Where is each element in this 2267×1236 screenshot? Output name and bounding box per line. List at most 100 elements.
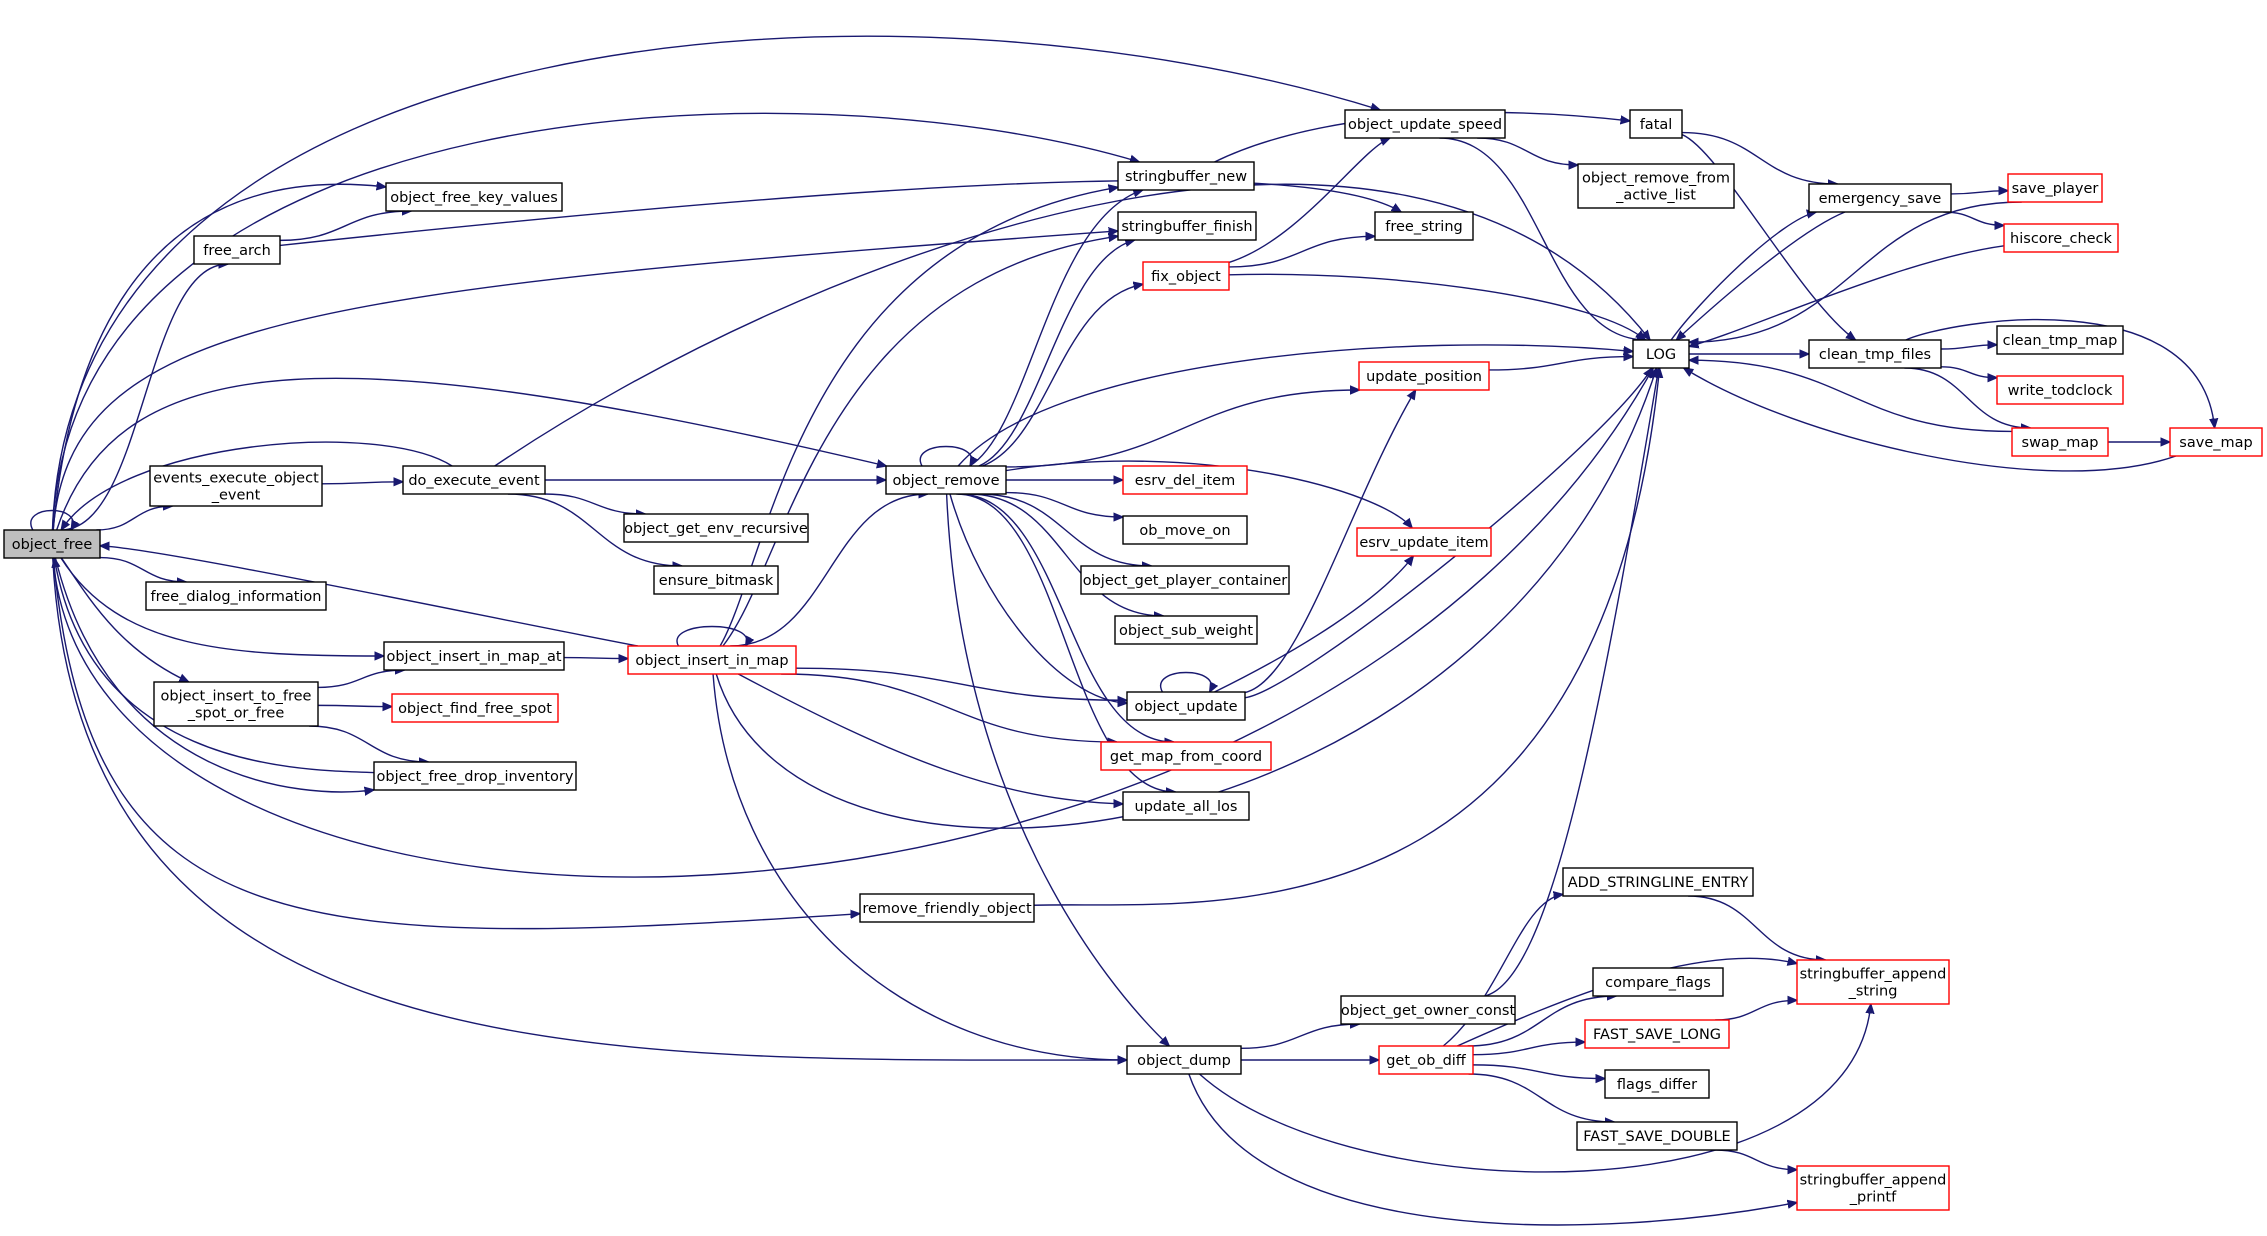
node-write_todclock[interactable]: write_todclock	[1996, 375, 2124, 405]
node-box	[1340, 995, 1516, 1025]
edge-object_update-to-esrv_update_item	[1214, 556, 1414, 693]
node-esrv_del_item[interactable]: esrv_del_item	[1122, 465, 1248, 495]
node-object_insert_in_map_at[interactable]: object_insert_in_map_at	[383, 641, 565, 671]
node-label: object_remove_from	[1582, 170, 1730, 186]
node-object_free_key_values[interactable]: object_free_key_values	[385, 182, 563, 212]
edge-object_dump-to-stringbuffer_append_printf	[1188, 1073, 1797, 1226]
node-save_player[interactable]: save_player	[2007, 173, 2103, 203]
edge-do_execute_event-to-object_free	[61, 441, 453, 530]
node-remove_friendly_object[interactable]: remove_friendly_object	[859, 893, 1035, 923]
edge-swap_map-to-LOG	[1689, 360, 2013, 433]
node-label: stringbuffer_new	[1125, 169, 1247, 185]
node-emergency_save[interactable]: emergency_save	[1808, 183, 1952, 213]
node-stringbuffer_finish[interactable]: stringbuffer_finish	[1117, 211, 1257, 241]
node-stringbuffer_append_string[interactable]: stringbuffer_append_string	[1796, 959, 1950, 1005]
node-label: FAST_SAVE_LONG	[1593, 1027, 1721, 1043]
edge-hiscore_check-to-LOG	[1689, 245, 2005, 347]
node-label: free_arch	[203, 243, 271, 259]
node-ADD_STRINGLINE_ENTRY[interactable]: ADD_STRINGLINE_ENTRY	[1562, 867, 1754, 897]
node-label: save_map	[2179, 435, 2252, 451]
node-save_map[interactable]: save_map	[2169, 427, 2263, 457]
node-object_remove[interactable]: object_remove	[885, 465, 1007, 495]
node-label: get_map_from_coord	[1110, 749, 1262, 765]
edge-save_map-to-LOG	[1684, 368, 2177, 472]
node-label: save_player	[2012, 181, 2099, 197]
node-object_insert_in_map[interactable]: object_insert_in_map	[627, 645, 797, 675]
node-object_get_player_container[interactable]: object_get_player_container	[1080, 565, 1290, 595]
edge-fix_object-to-LOG	[1228, 273, 1645, 340]
node-stringbuffer_new[interactable]: stringbuffer_new	[1117, 161, 1255, 191]
node-box	[385, 182, 563, 212]
node-free_dialog_information[interactable]: free_dialog_information	[145, 581, 327, 611]
node-stringbuffer_append_printf[interactable]: stringbuffer_append_printf	[1796, 1165, 1950, 1211]
node-object_update[interactable]: object_update	[1126, 691, 1246, 721]
node-label: object_update	[1134, 699, 1237, 715]
node-get_ob_diff[interactable]: get_ob_diff	[1378, 1045, 1474, 1075]
node-update_position[interactable]: update_position	[1358, 361, 1490, 391]
node-box	[2003, 223, 2119, 253]
node-label: update_position	[1366, 369, 1482, 385]
node-object_free[interactable]: object_free	[3, 529, 101, 559]
node-ensure_bitmask[interactable]: ensure_bitmask	[653, 565, 779, 595]
edge-get_ob_diff-to-compare_flags	[1467, 996, 1617, 1047]
node-get_map_from_coord[interactable]: get_map_from_coord	[1100, 741, 1272, 771]
node-flags_differ[interactable]: flags_differ	[1604, 1069, 1710, 1099]
node-FAST_SAVE_LONG[interactable]: FAST_SAVE_LONG	[1584, 1019, 1730, 1049]
node-label: clean_tmp_files	[1819, 347, 1931, 363]
node-label: flags_differ	[1617, 1077, 1697, 1093]
edge-object_get_owner_const-to-LOG	[1484, 368, 1659, 997]
node-FAST_SAVE_DOUBLE[interactable]: FAST_SAVE_DOUBLE	[1576, 1121, 1738, 1151]
node-label: object_free_key_values	[390, 190, 558, 206]
edge-emergency_save-to-LOG	[1676, 211, 1846, 340]
edge-object_update-to-update_position	[1244, 390, 1416, 694]
node-object_insert_to_free_spot_or_free[interactable]: object_insert_to_free_spot_or_free	[153, 681, 319, 727]
node-ob_move_on[interactable]: ob_move_on	[1122, 515, 1248, 545]
node-object_sub_weight[interactable]: object_sub_weight	[1114, 615, 1258, 645]
node-swap_map[interactable]: swap_map	[2011, 427, 2109, 457]
node-object_free_drop_inventory[interactable]: object_free_drop_inventory	[373, 761, 577, 791]
node-events_execute_object_event[interactable]: events_execute_object_event	[149, 465, 323, 507]
node-update_all_los[interactable]: update_all_los	[1122, 791, 1250, 821]
node-hiscore_check[interactable]: hiscore_check	[2003, 223, 2119, 253]
node-label: events_execute_object	[153, 470, 319, 486]
edge-object_free-to-object_update_speed	[51, 35, 1380, 531]
node-box	[1604, 1069, 1710, 1099]
edge-object_remove-to-fix_object	[982, 284, 1143, 467]
node-free_arch[interactable]: free_arch	[193, 235, 281, 265]
node-object_remove_from_active_list[interactable]: object_remove_from_active_list	[1577, 163, 1735, 209]
node-label: remove_friendly_object	[862, 901, 1032, 917]
node-object_find_free_spot[interactable]: object_find_free_spot	[391, 693, 559, 723]
node-esrv_update_item[interactable]: esrv_update_item	[1356, 527, 1492, 557]
edge-object_insert_in_map-to-object_remove	[730, 494, 928, 647]
edge-object_free-to-stringbuffer_new	[51, 112, 1140, 531]
node-fix_object[interactable]: fix_object	[1142, 261, 1230, 291]
node-object_update_speed[interactable]: object_update_speed	[1344, 109, 1506, 139]
node-clean_tmp_map[interactable]: clean_tmp_map	[1996, 325, 2124, 355]
node-fatal[interactable]: fatal	[1629, 109, 1683, 139]
node-label: swap_map	[2022, 435, 2099, 451]
node-label: object_free_drop_inventory	[377, 769, 574, 785]
node-label: free_string	[1385, 219, 1462, 235]
edge-object_free-to-object_free_drop_inventory	[54, 557, 374, 792]
node-label: clean_tmp_map	[2003, 333, 2118, 349]
node-box	[402, 465, 546, 495]
edge-events_execute_object_event-to-do_execute_event	[321, 482, 403, 484]
edge-FAST_SAVE_DOUBLE-to-stringbuffer_append_printf	[1715, 1149, 1797, 1170]
node-clean_tmp_files[interactable]: clean_tmp_files	[1808, 339, 1942, 369]
node-LOG[interactable]: LOG	[1632, 339, 1690, 369]
node-label: stringbuffer_append	[1800, 966, 1947, 982]
edge-fix_object-to-free_string	[1228, 236, 1375, 268]
edge-do_execute_event-to-ensure_bitmask	[507, 493, 682, 566]
node-object_get_owner_const[interactable]: object_get_owner_const	[1340, 995, 1516, 1025]
edge-object_free-to-free_arch	[60, 264, 228, 531]
edge-object_update_speed-to-LOG	[1439, 137, 1646, 340]
node-do_execute_event[interactable]: do_execute_event	[402, 465, 546, 495]
node-free_string[interactable]: free_string	[1374, 211, 1474, 241]
node-label: stringbuffer_finish	[1121, 219, 1252, 235]
edge-object_dump-to-object_get_owner_const	[1240, 1024, 1360, 1050]
edge-clean_tmp_files-to-clean_tmp_map	[1940, 345, 1997, 350]
node-compare_flags[interactable]: compare_flags	[1592, 967, 1724, 997]
node-object_get_env_recursive[interactable]: object_get_env_recursive	[623, 513, 809, 543]
node-box	[1632, 339, 1690, 369]
node-object_dump[interactable]: object_dump	[1126, 1045, 1242, 1075]
